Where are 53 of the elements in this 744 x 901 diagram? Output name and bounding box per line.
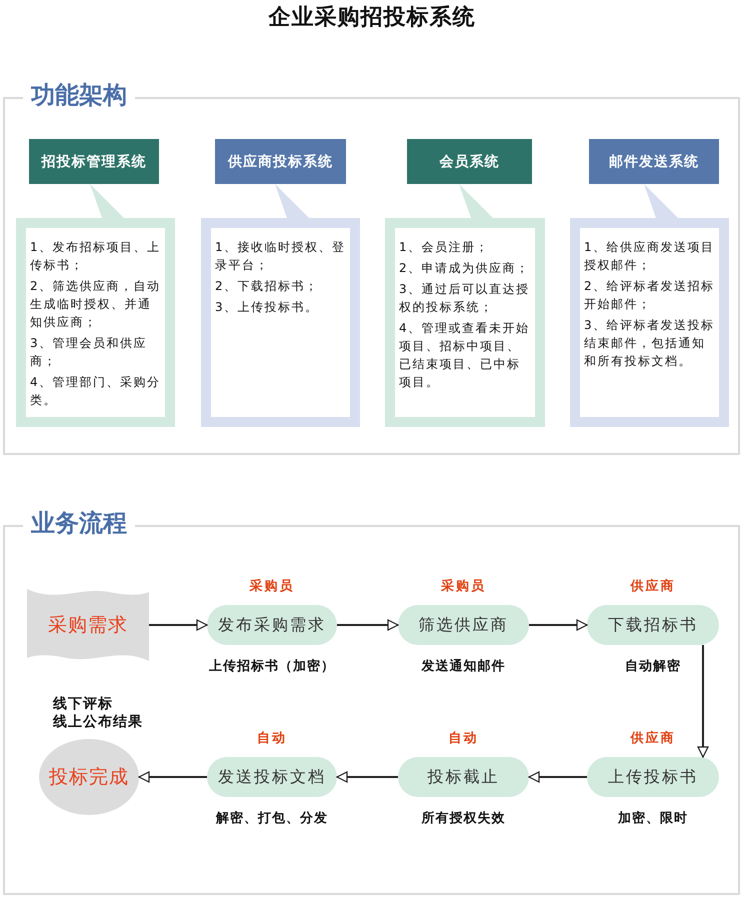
flow-arrow [149,619,208,631]
start-banner [27,589,149,661]
feature-list-box [16,218,175,427]
diagram-title: 企业采购招投标系统 [267,4,476,32]
system-header: 招投标管理系统 [29,139,159,184]
feature-item: 3、给评标者发送投标结束邮件，包括通知和所有投标文档。 [584,317,716,370]
flow-arrow [697,645,709,758]
role-label: 供应商 [629,730,676,747]
step-note: 加密、限时 [616,810,689,827]
feature-item: 2、下载招标书； [215,278,320,295]
feature-item: 1、接收临时授权、登录平台； [215,239,347,274]
result-note: 线上公布结果 [53,713,143,731]
feature-item: 1、会员注册； [399,239,490,256]
step-text: 投标截止 [428,766,500,788]
system-header: 会员系统 [407,139,532,184]
terminal-text: 采购需求 [48,613,128,638]
system-header: 邮件发送系统 [589,139,719,184]
system-header: 供应商投标系统 [215,139,346,184]
step-text: 筛选供应商 [418,614,508,636]
role-label: 自动 [256,730,288,747]
feature-item: 1、发布招标项目、上传标书； [30,239,162,274]
feature-list-box [385,218,545,427]
flow-arrow [528,771,587,783]
terminal-text: 投标完成 [49,765,129,790]
feature-item: 3、管理会员和供应商； [30,335,148,370]
step-note: 发送通知邮件 [420,658,506,675]
step-text: 发送投标文档 [218,766,326,788]
feature-list-box [570,218,729,427]
role-label: 供应商 [629,578,676,595]
feature-item: 3、通过后可以直达授权的投标系统； [399,281,531,316]
feature-item: 2、筛选供应商，自动生成临时授权、并通知供应商； [30,278,162,331]
feature-list-box [201,218,360,427]
flow-arrow [529,619,588,631]
role-label: 自动 [448,730,480,747]
feature-item: 4、管理或查看未开始项目、招标中项目、已结束项目、已中标项目。 [399,320,531,391]
role-label: 采购员 [440,578,487,595]
step-note: 所有授权失效 [420,810,506,827]
step-text: 上传投标书 [608,766,698,788]
step-text: 下载招标书 [608,614,698,636]
flow-arrow [336,771,398,783]
step-text: 发布采购需求 [218,614,326,636]
feature-item: 2、给评标者发送招标开始邮件； [584,278,716,313]
result-note: 线下评标 [53,695,113,713]
feature-item: 1、给供应商发送项目授权邮件； [584,239,716,274]
step-note: 解密、打包、分发 [214,810,329,827]
step-note: 上传招标书（加密） [208,658,336,675]
role-label: 采购员 [248,578,296,595]
step-note: 自动解密 [624,658,682,675]
feature-item: 2、申请成为供应商； [399,260,531,277]
flow-arrow [337,619,399,631]
flow-arrow [138,771,207,783]
feature-item: 4、管理部门、采购分类。 [30,374,162,409]
feature-item: 3、上传投标书。 [215,299,320,316]
